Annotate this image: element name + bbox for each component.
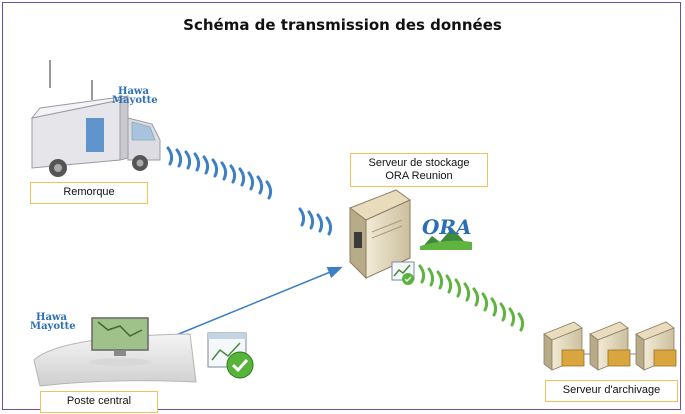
trailer-icon (30, 60, 161, 177)
svg-text:ORA: ORA (422, 215, 472, 239)
logo-text-line1: Hawa (36, 312, 68, 323)
hawa-mayotte-logo: Hawa Mayotte (30, 312, 76, 332)
label-archive-server: Serveur d'archivage (545, 380, 678, 402)
server-status-icon (391, 261, 415, 285)
label-storage-server-line1: Serveur de stockage (368, 157, 470, 169)
archive-server-3-icon (635, 321, 677, 371)
wireless-waves-blue-icon (166, 146, 333, 236)
label-remorque: Remorque (30, 182, 148, 204)
connection-arrow (150, 266, 343, 351)
archive-server-1-icon (543, 321, 585, 371)
logo-text-line2: Mayotte (30, 321, 76, 332)
archive-server-2-icon (589, 321, 631, 371)
control-desk-icon (33, 317, 197, 387)
chart-check-icon (207, 332, 254, 379)
label-storage-server-line2: ORA Reunion (385, 170, 453, 182)
hawa-mayotte-logo: Hawa Mayotte (112, 86, 158, 106)
logo-text-line1: Hawa (118, 86, 150, 97)
wireless-waves-green-icon (418, 264, 525, 332)
label-storage-server: Serveur de stockage ORA Reunion (350, 153, 488, 187)
label-poste-central: Poste central (40, 391, 158, 413)
storage-server-icon (348, 189, 411, 280)
logo-text-line2: Mayotte (112, 95, 158, 106)
archive-servers-icon (543, 321, 677, 371)
ora-logo: ORA (420, 215, 472, 250)
diagram-title: Schéma de transmission des données (183, 16, 502, 34)
